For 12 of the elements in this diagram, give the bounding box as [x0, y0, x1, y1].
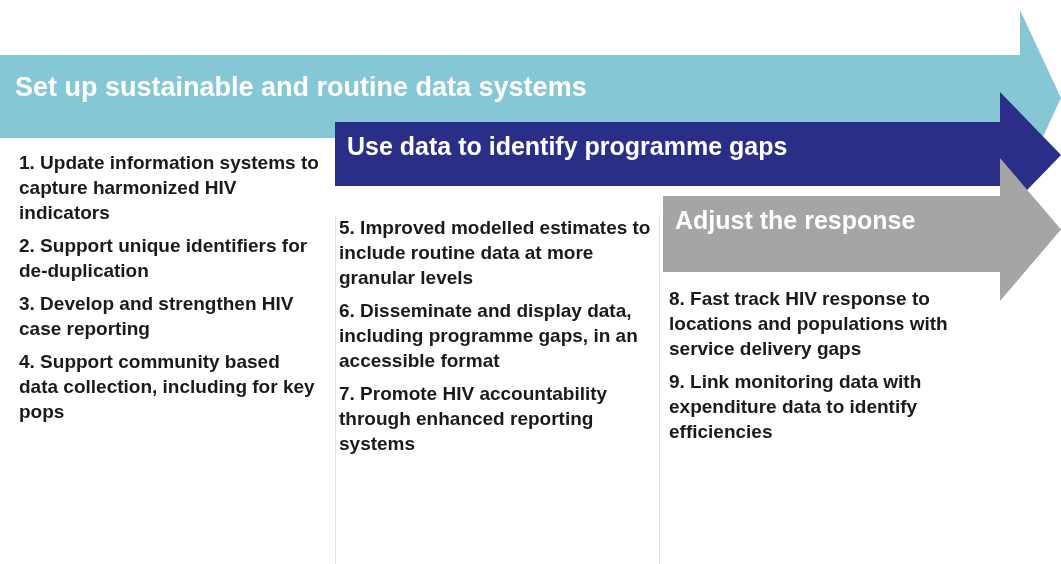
arrow-heading: Adjust the response [675, 206, 916, 235]
numbered-item: 4. Support community based data collection, including for key pops [18, 350, 316, 424]
numbered-item: 9. Link monitoring data with expenditure data to identify efficiencies [668, 370, 923, 444]
numbered-item: 3. Develop and strengthen HIV case reporting [18, 292, 295, 341]
numbered-item: 7. Promote HIV accountability through enhanced reporting systems [338, 382, 609, 456]
numbered-item: 1. Update information systems to capture harmonized HIV indicators [18, 151, 320, 225]
numbered-item: 2. Support unique identifiers for de-duplication [18, 234, 309, 283]
numbered-item: 5. Improved modelled estimates to include routine data at more granular levels [338, 216, 652, 290]
arrow-heading: Set up sustainable and routine data systems [15, 72, 587, 103]
numbered-item: 6. Disseminate and display data, including programme gaps, in an accessible format [338, 299, 639, 373]
arrow-heading: Use data to identify programme gaps [347, 132, 788, 161]
numbered-item: 8. Fast track HIV response to locations and populations with service delivery gaps [668, 287, 949, 361]
